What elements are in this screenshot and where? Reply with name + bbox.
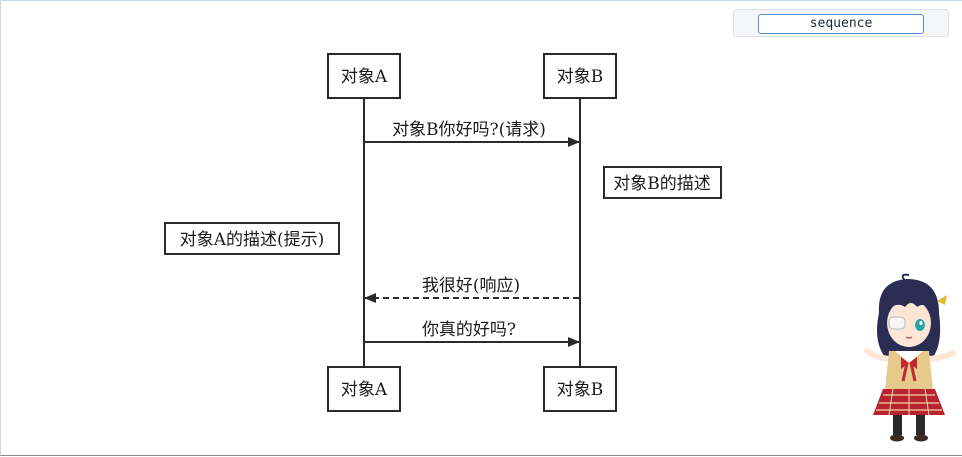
message-response-label: 我很好(响应)	[422, 276, 520, 296]
participant-b-bottom-label: 对象B	[557, 380, 604, 400]
message-request-label: 对象B你好吗?(请求)	[392, 120, 546, 140]
message-response[interactable]: 我很好(响应)	[364, 276, 579, 303]
note-a[interactable]: 对象A的描述(提示)	[164, 222, 340, 255]
diagram-type-toolbar: sequence	[733, 9, 949, 37]
participant-b-bottom[interactable]: 对象B	[543, 366, 617, 412]
participant-b-top[interactable]: 对象B	[543, 53, 617, 99]
message-request[interactable]: 对象B你好吗?(请求)	[365, 120, 580, 147]
participant-a-top[interactable]: 对象A	[327, 53, 401, 99]
participant-a-top-label: 对象A	[341, 67, 388, 87]
anime-girl-mascot-icon	[864, 273, 956, 442]
message-question[interactable]: 你真的好吗?	[365, 320, 580, 347]
note-a-label: 对象A的描述(提示)	[180, 230, 325, 250]
note-b[interactable]: 对象B的描述	[603, 166, 722, 199]
diagram-type-select[interactable]: sequence	[758, 14, 924, 34]
participant-a-bottom-label: 对象A	[341, 380, 388, 400]
participant-a-bottom[interactable]: 对象A	[327, 366, 401, 412]
participant-b-top-label: 对象B	[557, 67, 604, 87]
message-question-label: 你真的好吗?	[422, 320, 516, 340]
note-b-label: 对象B的描述	[613, 174, 711, 194]
